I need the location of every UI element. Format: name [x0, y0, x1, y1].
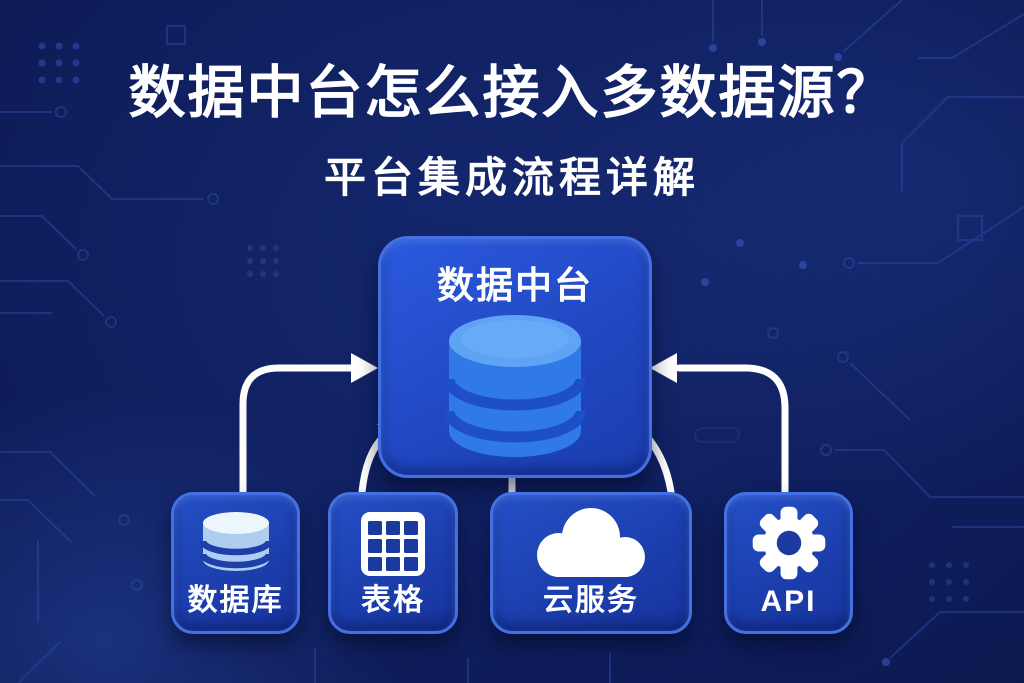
node-database: 数据库: [171, 492, 300, 634]
dot-grid-mid-left: [247, 245, 279, 277]
platform-label: 数据中台: [437, 265, 593, 306]
table-grid-icon: [361, 512, 425, 576]
node-data-platform: 数据中台: [378, 236, 652, 478]
database-3d-icon: [445, 315, 585, 457]
node-cloud-service: 云服务: [490, 492, 692, 634]
database-icon: [199, 512, 272, 571]
node-api: API: [724, 492, 853, 634]
gear-icon: [752, 506, 825, 580]
api-label: API: [760, 585, 817, 618]
arrowhead-left: [351, 353, 378, 383]
cloud-label: 云服务: [543, 584, 639, 617]
database-label: 数据库: [187, 584, 284, 617]
arrow-api-to-platform: [675, 364, 789, 496]
page-subtitle: 平台集成流程详解: [323, 154, 700, 201]
cloud-icon: [537, 508, 645, 577]
page-title: 数据中台怎么接入多数据源？: [128, 61, 896, 125]
arrowhead-right: [650, 353, 677, 383]
table-label: 表格: [361, 584, 425, 617]
arrow-database-to-platform: [239, 364, 355, 496]
dot-grid-bottom-right: [929, 562, 969, 602]
node-table: 表格: [328, 492, 458, 634]
